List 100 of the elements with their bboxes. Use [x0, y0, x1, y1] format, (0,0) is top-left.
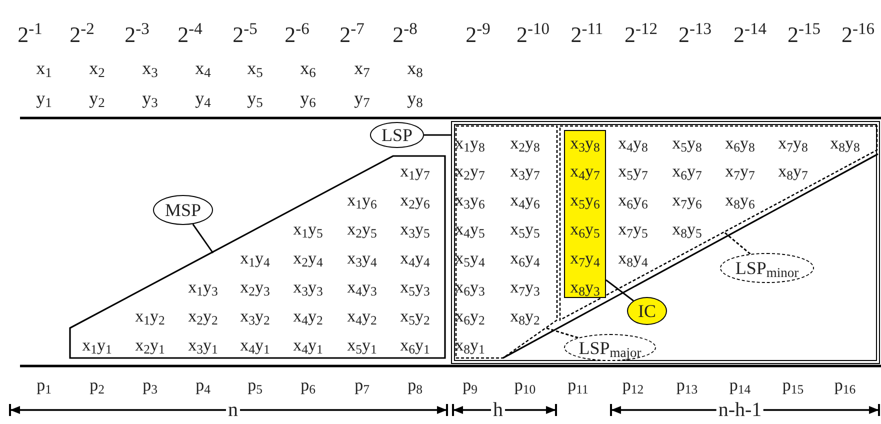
product-term: x$_{4}$y$_{7}$	[570, 162, 600, 180]
product-term: x$_{8}$y$_{8}$	[830, 134, 860, 152]
dashed-region	[456, 126, 558, 359]
product-term: x$_{8}$y$_{5}$	[672, 220, 702, 238]
product-bit: p$_{14}$	[729, 376, 751, 394]
product-term: x$_{1}$y$_{1}$	[82, 336, 112, 354]
product-term: x$_{5}$y$_{1}$	[347, 336, 377, 354]
product-term: x$_{4}$y$_{4}$	[400, 250, 430, 266]
product-term: x$_{8}$y$_{4}$	[618, 250, 648, 266]
double-border-region	[451, 121, 880, 364]
product-term: x$_{5}$y$_{8}$	[672, 134, 702, 152]
product-term: x$_{2}$y$_{7}$	[455, 162, 485, 180]
operand-bit: y$_{1}$	[36, 89, 52, 107]
product-term: x$_{1}$y$_{4}$	[240, 250, 270, 266]
product-bit: p$_{4}$	[196, 376, 210, 394]
product-term: x$_{2}$y$_{1}$	[135, 336, 165, 354]
product-term: x$_{3}$y$_{6}$	[455, 192, 485, 208]
product-term: x$_{2}$y$_{3}$	[240, 278, 270, 296]
product-term: x$_{2}$y$_{6}$	[400, 192, 430, 208]
product-term: x$_{4}$y$_{1}$	[240, 336, 270, 354]
product-bit: p$_{11}$	[568, 376, 588, 394]
product-term: x$_{6}$y$_{7}$	[672, 162, 702, 180]
product-term: x$_{4}$y$_{6}$	[510, 192, 540, 208]
bit-weight: 2$^{-1}$	[18, 24, 42, 46]
product-term: x$_{1}$y$_{5}$	[293, 220, 323, 238]
product-term: x$_{5}$y$_{5}$	[510, 220, 540, 238]
leader-line	[424, 134, 451, 136]
product-bit: p$_{2}$	[90, 376, 104, 394]
product-bit: p$_{5}$	[248, 376, 262, 394]
product-term: x$_{7}$y$_{3}$	[510, 278, 540, 296]
product-bit: p$_{1}$	[36, 376, 52, 394]
operand-bit: x$_{7}$	[354, 59, 370, 77]
product-term: x$_{2}$y$_{5}$	[347, 220, 377, 238]
product-term: x$_{3}$y$_{2}$	[240, 308, 270, 324]
product-bit: p$_{10}$	[514, 376, 536, 394]
operand-bit: y$_{6}$	[300, 89, 316, 107]
product-term: x$_{8}$y$_{7}$	[778, 162, 808, 180]
operand-bit: y$_{5}$	[247, 89, 263, 107]
product-term: x$_{6}$y$_{8}$	[725, 134, 755, 152]
bit-weight: 2$^{-8}$	[392, 24, 418, 46]
bit-weight: 2$^{-7}$	[340, 24, 364, 46]
product-term: x$_{1}$y$_{7}$	[400, 162, 430, 180]
callout-oval: MSP	[153, 195, 213, 225]
highlight-column	[564, 130, 606, 298]
product-term: x$_{2}$y$_{4}$	[293, 250, 323, 266]
operand-bit: y$_{7}$	[354, 89, 370, 107]
operand-bit: y$_{2}$	[89, 89, 105, 107]
leader-line	[546, 327, 578, 338]
partial-product-region	[70, 156, 446, 359]
bit-weight: 2$^{-12}$	[624, 24, 658, 46]
bit-weight: 2$^{-9}$	[466, 24, 490, 46]
leader-line	[192, 224, 214, 254]
bit-weight: 2$^{-4}$	[178, 24, 202, 46]
product-term: x$_{1}$y$_{3}$	[188, 278, 218, 296]
product-term: x$_{5}$y$_{7}$	[618, 162, 648, 180]
bit-weight: 2$^{-2}$	[70, 24, 94, 46]
product-term: x$_{2}$y$_{8}$	[510, 134, 540, 152]
leader-line	[606, 279, 634, 302]
product-bit: p$_{16}$	[834, 376, 856, 394]
product-term: x$_{7}$y$_{5}$	[618, 220, 648, 238]
product-term: x$_{1}$y$_{2}$	[135, 308, 165, 324]
product-term: x$_{7}$y$_{8}$	[778, 134, 808, 152]
product-term: x$_{2}$y$_{2}$	[188, 308, 218, 324]
product-term: x$_{5}$y$_{3}$	[400, 278, 430, 296]
operand-bit: x$_{8}$	[407, 59, 423, 77]
dashed-oval: LSP$_{minor}$	[720, 253, 814, 283]
product-term: x$_{7}$y$_{6}$	[672, 192, 702, 208]
product-term: x$_{4}$y$_{8}$	[618, 134, 648, 152]
product-term: x$_{4}$y$_{3}$	[347, 278, 377, 296]
dashed-oval: LSP$_{major}$	[564, 334, 656, 361]
operand-bit: x$_{3}$	[142, 59, 158, 77]
operand-bit: x$_{4}$	[195, 59, 211, 77]
product-bit: p$_{12}$	[622, 376, 644, 394]
operand-bit: y$_{8}$	[407, 89, 423, 107]
product-bit: p$_{6}$	[300, 376, 316, 394]
product-bit: p$_{3}$	[142, 376, 158, 394]
product-term: x$_{3}$y$_{3}$	[293, 278, 323, 296]
product-term: x$_{4}$y$_{2}$	[293, 308, 323, 324]
product-term: x$_{5}$y$_{2}$	[400, 308, 430, 324]
product-term: x$_{6}$y$_{6}$	[618, 192, 648, 208]
bit-weight: 2$^{-13}$	[678, 24, 712, 46]
callout-oval: IC	[627, 297, 667, 325]
product-term: x$_{3}$y$_{8}$	[570, 134, 600, 152]
operand-bit: x$_{6}$	[300, 59, 316, 77]
product-bit: p$_{13}$	[676, 376, 698, 394]
product-term: x$_{1}$y$_{6}$	[347, 192, 377, 208]
product-term: x$_{6}$y$_{3}$	[455, 278, 485, 296]
bit-weight: 2$^{-3}$	[124, 24, 150, 46]
product-term: x$_{6}$y$_{1}$	[400, 336, 430, 354]
operand-bit: x$_{2}$	[89, 59, 105, 77]
bit-weight: 2$^{-15}$	[788, 24, 820, 46]
product-term: x$_{4}$y$_{2}$	[347, 308, 377, 324]
product-term: x$_{8}$y$_{2}$	[510, 308, 540, 324]
product-term: x$_{7}$y$_{7}$	[725, 162, 755, 180]
product-term: x$_{6}$y$_{5}$	[570, 220, 600, 238]
bit-weight: 2$^{-16}$	[842, 24, 874, 46]
product-term: x$_{5}$y$_{6}$	[570, 192, 600, 208]
product-term: x$_{8}$y$_{1}$	[455, 336, 485, 354]
product-bit: p$_{7}$	[354, 376, 370, 394]
product-term: x$_{6}$y$_{4}$	[510, 250, 540, 266]
